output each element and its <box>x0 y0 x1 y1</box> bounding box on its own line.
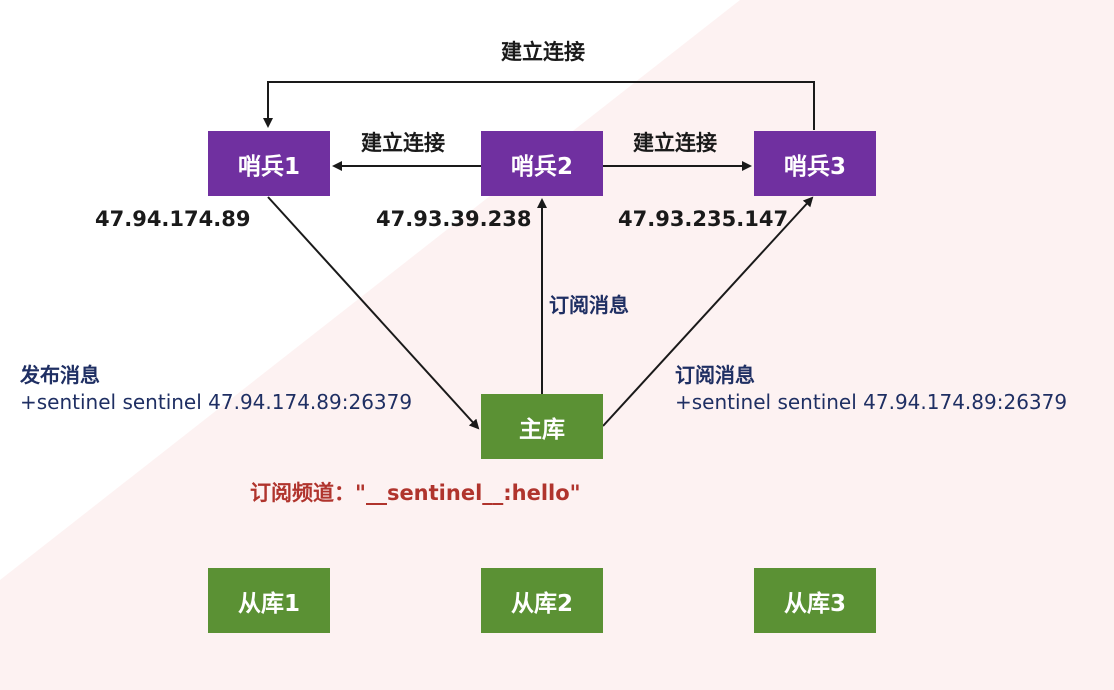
publish-title: 发布消息 <box>20 363 100 387</box>
sentinel-1-node: 哨兵1 <box>208 131 330 196</box>
publish-message: +sentinel sentinel 47.94.174.89:26379 <box>20 390 413 414</box>
sentinel-3-node: 哨兵3 <box>754 131 876 196</box>
connector-top-loop <box>263 81 815 130</box>
replica-3-node: 从库3 <box>754 568 876 633</box>
connection-label-top: 建立连接 <box>501 40 585 64</box>
connector-publish <box>267 196 480 430</box>
subscribe-title-s3: 订阅消息 <box>675 363 755 387</box>
replica-2-node: 从库2 <box>481 568 603 633</box>
sentinel-2-ip: 47.93.39.238 <box>376 207 532 231</box>
master-label: 主库 <box>519 416 565 443</box>
sentinel-3-label: 哨兵3 <box>783 153 846 180</box>
replica-2-label: 从库2 <box>510 590 573 617</box>
sentinel-2-label: 哨兵2 <box>510 153 573 180</box>
master-node: 主库 <box>481 394 603 459</box>
replica-1-label: 从库1 <box>237 590 300 617</box>
connector-subscribe-s3 <box>602 196 814 427</box>
sentinel-2-node: 哨兵2 <box>481 131 603 196</box>
connection-label-s2-s3: 建立连接 <box>633 131 717 155</box>
replica-1-node: 从库1 <box>208 568 330 633</box>
sentinel-1-label: 哨兵1 <box>237 153 300 180</box>
sentinel-3-ip: 47.93.235.147 <box>618 207 789 231</box>
replica-3-label: 从库3 <box>783 590 846 617</box>
connection-label-s2-s1: 建立连接 <box>361 131 445 155</box>
subscribe-label-s2: 订阅消息 <box>549 293 629 317</box>
channel-label: 订阅频道："__sentinel__:hello" <box>250 481 581 505</box>
sentinel-1-ip: 47.94.174.89 <box>95 207 251 231</box>
subscribe-message-s3: +sentinel sentinel 47.94.174.89:26379 <box>675 390 1068 414</box>
